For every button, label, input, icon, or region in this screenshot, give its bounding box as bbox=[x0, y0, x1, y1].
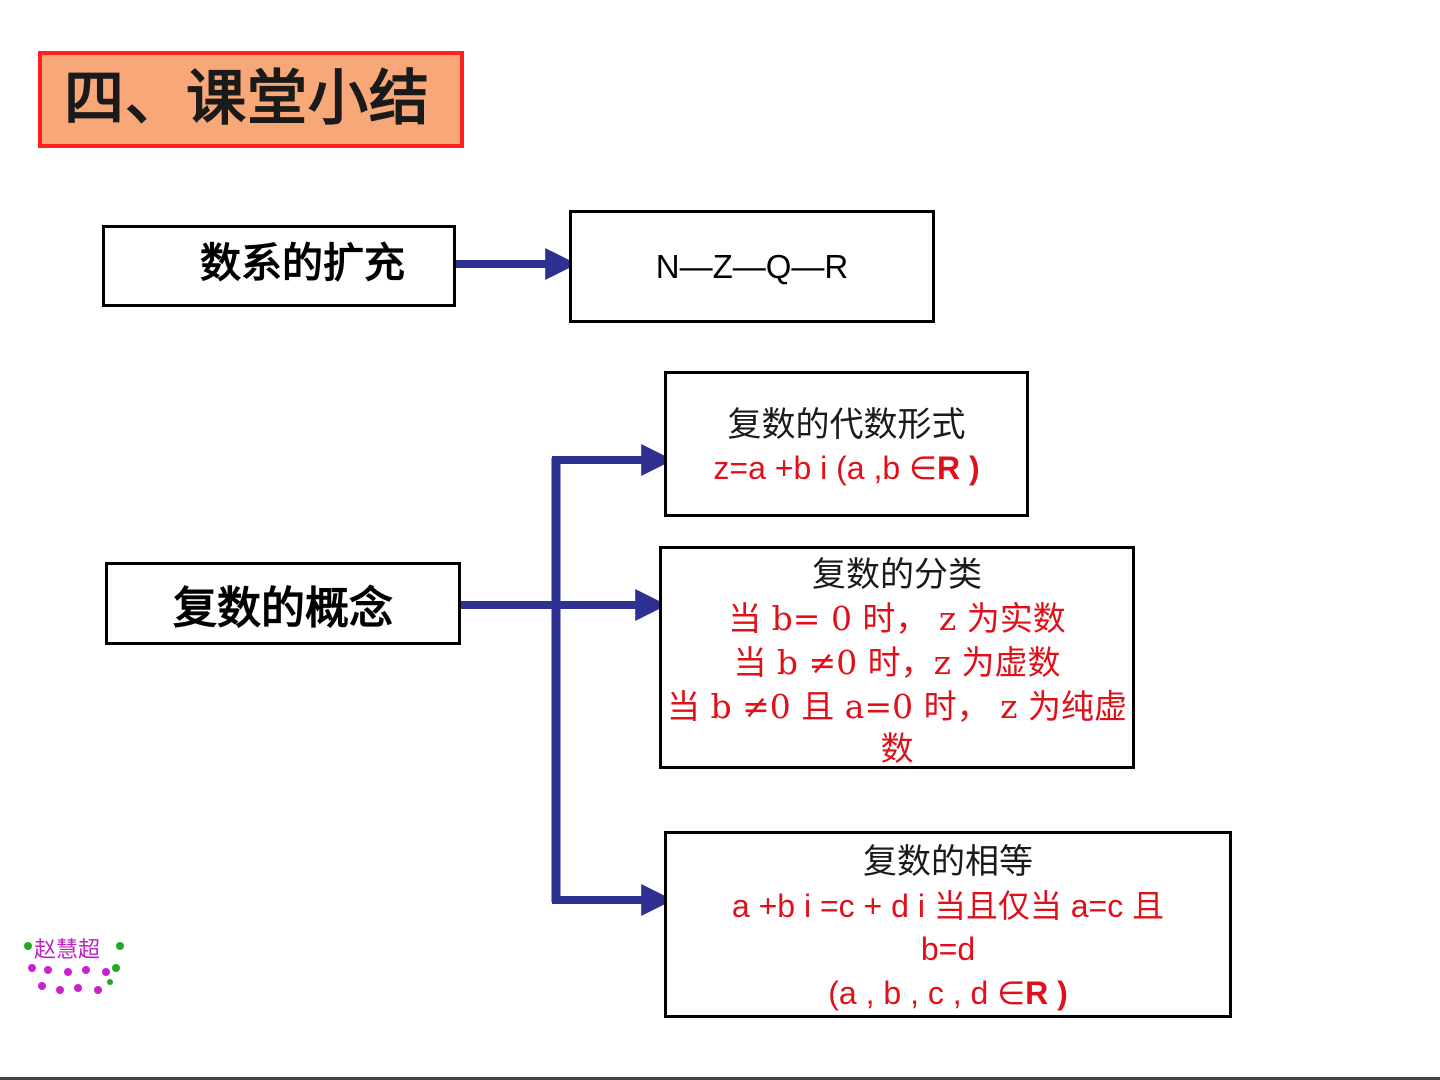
equality-condition-cont: b=d bbox=[920, 931, 976, 967]
concept-label: 复数的概念 bbox=[173, 582, 393, 634]
author-name: 赵慧超 bbox=[34, 938, 101, 963]
slide-title: 四、课堂小结 bbox=[38, 51, 464, 148]
flower-decoration-icon bbox=[24, 942, 124, 994]
algebraic-form-formula: z=a +b i (a ,b ∈R ) bbox=[667, 446, 1026, 490]
classification-imaginary: 当 b ≠0 时，z 为虚数 bbox=[733, 643, 1061, 682]
equality-real-symbol: R bbox=[1025, 975, 1049, 1011]
concept-label-box: 复数的概念 bbox=[105, 562, 461, 645]
bottom-divider bbox=[0, 1077, 1440, 1080]
algebraic-formula-text: z=a +b i (a ,b ∈ bbox=[713, 450, 937, 486]
equality-domain-text: (a , b , c , d ∈ bbox=[828, 975, 1026, 1011]
classification-heading: 复数的分类 bbox=[812, 555, 982, 595]
number-sets-chain: N—Z—Q—R bbox=[655, 247, 849, 285]
equality-box: 复数的相等 a +b i =c + d i 当且仅当 a=c 且 b=d (a … bbox=[664, 831, 1232, 1018]
extension-content-box: N—Z—Q—R bbox=[569, 210, 935, 323]
equality-domain: (a , b , c , d ∈R ) bbox=[667, 970, 1229, 1016]
equality-heading: 复数的相等 bbox=[863, 842, 1033, 882]
equality-condition: a +b i =c + d i 当且仅当 a=c 且 bbox=[731, 888, 1165, 924]
extension-label-box bbox=[102, 225, 456, 307]
classification-real: 当 b= 0 时， z 为实数 bbox=[728, 599, 1066, 638]
classification-box: 复数的分类 当 b= 0 时， z 为实数 当 b ≠0 时，z 为虚数 当 b… bbox=[659, 546, 1135, 769]
algebraic-form-box: 复数的代数形式 z=a +b i (a ,b ∈R ) bbox=[664, 371, 1029, 517]
author-logo: 赵慧超 bbox=[20, 932, 140, 1002]
classification-pure-imaginary: 当 b ≠0 且 a=0 时， z 为纯虚 bbox=[667, 687, 1127, 726]
real-set-symbol: R bbox=[936, 450, 961, 486]
classification-pure-imaginary-cont: 数 bbox=[880, 729, 914, 768]
equality-domain-close: ) bbox=[1048, 975, 1068, 1011]
algebraic-formula-close: ) bbox=[960, 450, 980, 486]
algebraic-form-heading: 复数的代数形式 bbox=[727, 405, 966, 445]
extension-label: 数系的扩充 bbox=[200, 239, 405, 287]
